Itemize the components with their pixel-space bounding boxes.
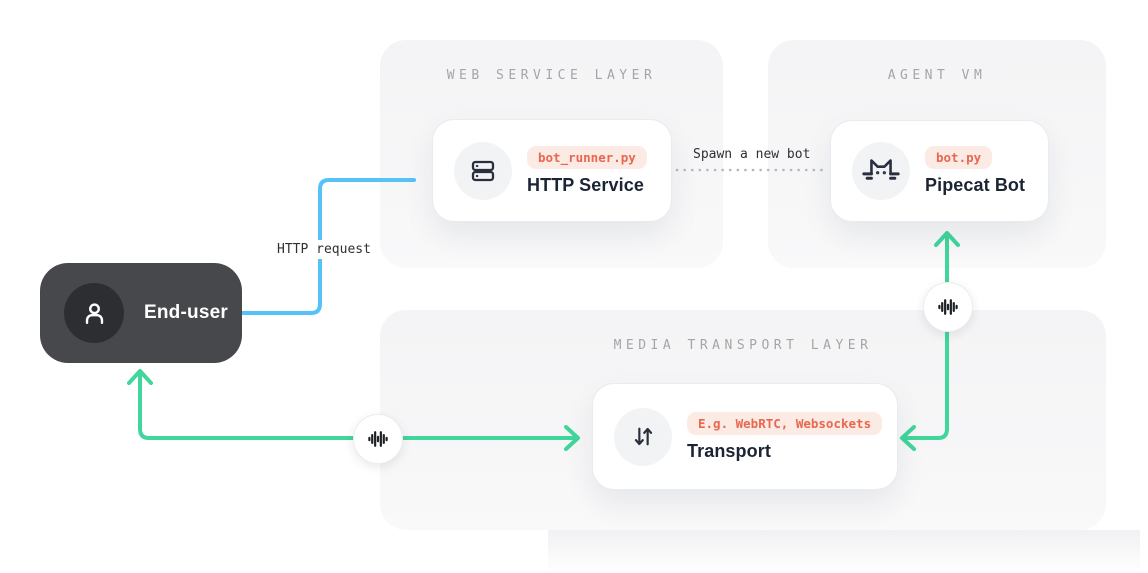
transfer-arrows-icon <box>614 407 672 466</box>
transport-examples-badge: E.g. WebRTC, Websockets <box>687 411 883 435</box>
node-pipecat-bot: bot.py Pipecat Bot <box>830 120 1049 222</box>
panel-title-web-service-layer: WEB SERVICE LAYER <box>446 68 657 83</box>
background-fade-shape <box>548 530 1140 573</box>
node-title-http-service: HTTP Service <box>527 174 644 195</box>
cat-icon <box>852 142 910 200</box>
edge-label-http-request: HTTP request <box>272 240 376 259</box>
arrowhead-up-end-user <box>127 369 153 385</box>
file-badge-bot-py: bot.py <box>925 146 993 169</box>
panel-title-agent-vm: AGENT VM <box>887 68 987 83</box>
waveform-icon <box>923 282 973 332</box>
waveform-icon <box>353 414 403 464</box>
node-transport: E.g. WebRTC, Websockets Transport <box>592 383 898 490</box>
node-http-service: bot_runner.py HTTP Service <box>432 119 672 222</box>
node-title-pipecat-bot: Pipecat Bot <box>925 175 1026 195</box>
file-badge-bot-runner: bot_runner.py <box>527 145 647 169</box>
edge-label-spawn-a-new-bot: Spawn a new bot <box>693 147 811 162</box>
user-icon <box>64 283 124 343</box>
node-end-user: End-user <box>40 263 242 363</box>
end-user-label: End-user <box>144 302 228 323</box>
panel-title-media-transport-layer: MEDIA TRANSPORT LAYER <box>613 338 873 353</box>
server-icon <box>454 141 512 200</box>
node-title-transport: Transport <box>687 440 771 461</box>
